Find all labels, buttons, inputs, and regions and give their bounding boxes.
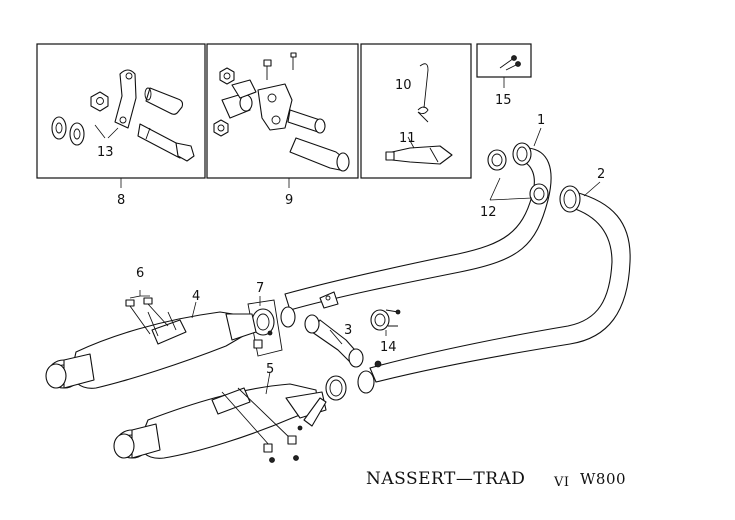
clamp-14	[370, 309, 401, 336]
callout-1: 1	[537, 113, 545, 128]
callout-5: 5	[266, 362, 274, 377]
callout-3: 3	[344, 323, 352, 338]
footer-title: NASSERT—TRAD	[366, 469, 525, 489]
inset-box-9	[206, 43, 359, 179]
muffler-4	[45, 290, 257, 389]
callout-15: 15	[495, 93, 512, 108]
callout-8: 8	[117, 193, 125, 208]
muffler-5	[113, 370, 375, 463]
callout-11: 11	[399, 131, 416, 146]
clamp-7	[247, 299, 283, 357]
callout-6: 6	[136, 266, 144, 281]
footer-model: W800	[580, 470, 626, 488]
callout-7: 7	[256, 281, 264, 296]
gaskets-12	[487, 149, 549, 205]
callout-9: 9	[285, 193, 293, 208]
connector-3	[304, 314, 382, 368]
callout-10: 10	[395, 78, 412, 93]
footer-section: VI	[553, 475, 570, 490]
callout-12: 12	[480, 205, 497, 220]
inset-box-10-11	[360, 43, 472, 179]
inset-box-15	[476, 43, 532, 78]
inset-box-8	[36, 43, 206, 179]
callout-4: 4	[192, 289, 200, 304]
exhaust-pipe-right	[369, 185, 631, 383]
callout-14: 14	[380, 340, 397, 355]
callout-2: 2	[597, 167, 605, 182]
callout-13: 13	[97, 145, 114, 160]
exhaust-pipe-left	[280, 142, 552, 328]
